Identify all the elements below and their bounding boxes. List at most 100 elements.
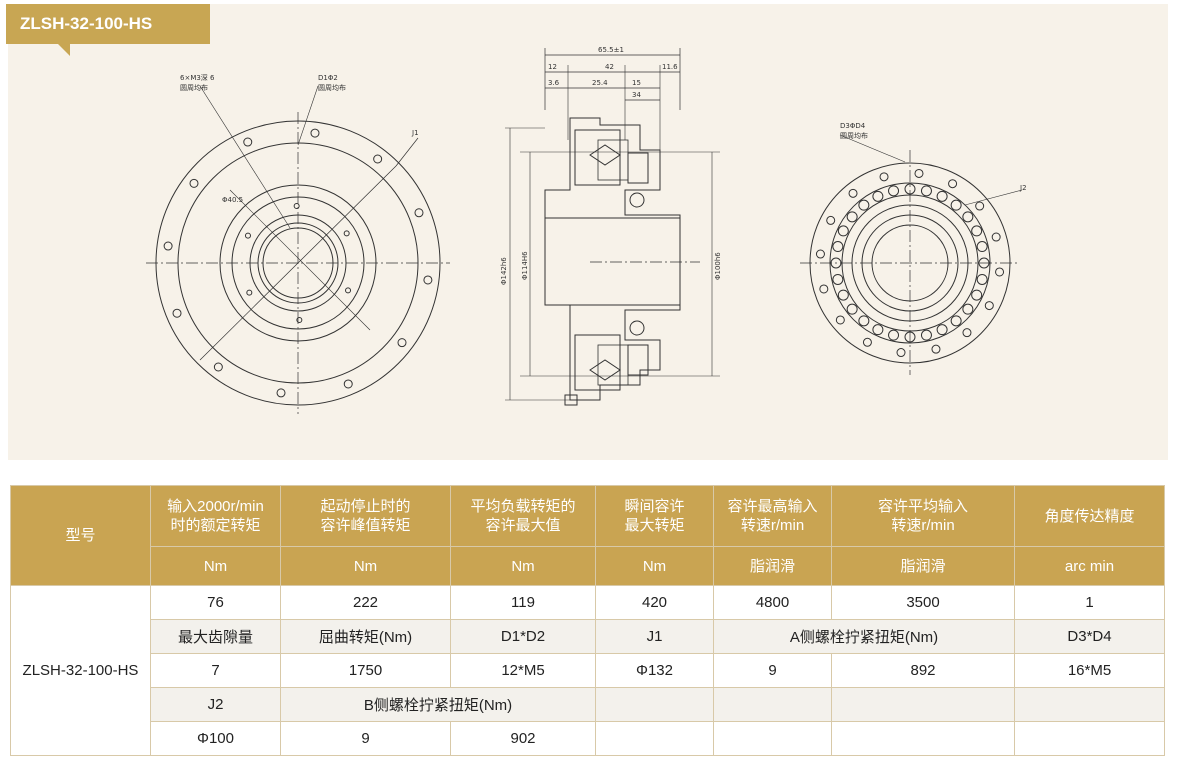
dim-c: 11.6: [662, 63, 678, 71]
bolt-hole: [948, 179, 958, 189]
bolt-hole: [246, 289, 253, 296]
bolt-hole: [832, 273, 844, 285]
unit-cell: Nm: [280, 546, 451, 586]
bolt-hole: [343, 379, 353, 389]
bolt-hole: [846, 303, 858, 315]
right-j-label: J2: [1019, 184, 1027, 192]
table-cell: [713, 721, 832, 756]
unit-cell: arc min: [1014, 546, 1165, 586]
table-cell: 222: [280, 585, 451, 620]
table-cell: D1*D2: [450, 619, 596, 654]
table-cell: [595, 721, 714, 756]
bolt-hole: [888, 329, 900, 341]
bolt-hole: [244, 232, 251, 239]
bolt-hole: [213, 362, 223, 372]
bolt-hole: [293, 203, 300, 210]
bolt-hole: [858, 315, 870, 327]
bolt-hole: [971, 289, 983, 301]
table-cell: [595, 687, 714, 722]
dim-e: 25.4: [592, 79, 608, 87]
bolt-hole: [397, 338, 407, 348]
bolt-hole: [815, 249, 825, 259]
dim-g: 34: [632, 91, 641, 99]
left-note-d-2: 圆周均布: [318, 83, 346, 92]
header-momentary-torque: 瞬间容许最大转矩: [595, 485, 714, 547]
section-view: [505, 48, 720, 406]
bolt-hole: [830, 257, 842, 269]
header-model: 型号: [10, 485, 151, 586]
bolt-hole: [962, 303, 974, 315]
bolt-hole: [373, 154, 383, 164]
bolt-hole: [872, 190, 884, 202]
table-cell: 76: [150, 585, 281, 620]
table-cell: [713, 687, 832, 722]
bolt-hole: [904, 331, 916, 343]
bolt-hole: [862, 337, 872, 347]
bolt-hole: [243, 137, 253, 147]
table-cell: 7: [150, 653, 281, 688]
table-cell: J2: [150, 687, 281, 722]
product-title: ZLSH-32-100-HS: [6, 4, 210, 56]
bolt-hole: [163, 241, 173, 251]
bolt-hole: [832, 241, 844, 253]
bolt-hole: [276, 388, 286, 398]
bolt-hole: [920, 329, 932, 341]
table-cell: 3500: [831, 585, 1015, 620]
bolt-hole: [848, 188, 858, 198]
table-cell: D3*D4: [1014, 619, 1165, 654]
bolt-hole: [826, 215, 836, 225]
table-cell: 1: [1014, 585, 1165, 620]
header-max-input-speed: 容许最高输入转速r/min: [713, 485, 832, 547]
bolt-hole: [172, 308, 182, 318]
header-angle-accuracy: 角度传达精度: [1014, 485, 1165, 547]
table-cell: 902: [450, 721, 596, 756]
dim-b: 42: [605, 63, 614, 71]
header-avg-input-speed: 容许平均输入转速r/min: [831, 485, 1015, 547]
dim-f: 15: [632, 79, 641, 87]
bolt-hole: [950, 199, 962, 211]
bolt-hole: [914, 168, 924, 178]
table-cell: [1014, 721, 1165, 756]
table-cell: A侧螺栓拧紧扭矩(Nm): [713, 619, 1015, 654]
table-cell: 屈曲转矩(Nm): [280, 619, 451, 654]
table-cell: [831, 687, 1015, 722]
dia1: Φ142h6: [500, 257, 508, 285]
table-cell: 12*M5: [450, 653, 596, 688]
bolt-hole: [423, 275, 433, 285]
unit-cell: Nm: [595, 546, 714, 586]
bolt-hole: [872, 324, 884, 336]
bolt-hole: [976, 241, 988, 253]
bolt-hole: [950, 315, 962, 327]
unit-cell: Nm: [450, 546, 596, 586]
bolt-hole: [896, 348, 906, 358]
table-cell: 9: [280, 721, 451, 756]
table-cell: B侧螺栓拧紧扭矩(Nm): [280, 687, 596, 722]
bolt-hole: [846, 211, 858, 223]
left-view: [146, 85, 450, 414]
left-dia-label: Φ40.5: [222, 196, 243, 204]
table-cell: J1: [595, 619, 714, 654]
table-cell: [831, 721, 1015, 756]
bolt-hole: [296, 316, 303, 323]
bolt-hole: [835, 315, 845, 325]
bolt-hole: [991, 232, 1001, 242]
bolt-hole: [819, 284, 829, 294]
bolt-hole: [414, 208, 424, 218]
header-avg-load-torque: 平均负载转矩的容许最大值: [450, 485, 596, 547]
table-cell: 1750: [280, 653, 451, 688]
right-note-d: D3ΦD4: [840, 122, 866, 130]
header-peak-torque: 起动停止时的容许峰值转矩: [280, 485, 451, 547]
bolt-hole: [962, 211, 974, 223]
left-note-holes-2: 圆周均布: [180, 83, 208, 92]
bolt-hole: [984, 301, 994, 311]
unit-cell: Nm: [150, 546, 281, 586]
table-cell: 最大齿隙量: [150, 619, 281, 654]
bolt-hole: [189, 178, 199, 188]
bolt-hole: [858, 199, 870, 211]
bolt-hole: [976, 273, 988, 285]
bolt-hole: [936, 190, 948, 202]
bolt-hole: [995, 267, 1005, 277]
dim-total: 65.5±1: [598, 46, 624, 54]
